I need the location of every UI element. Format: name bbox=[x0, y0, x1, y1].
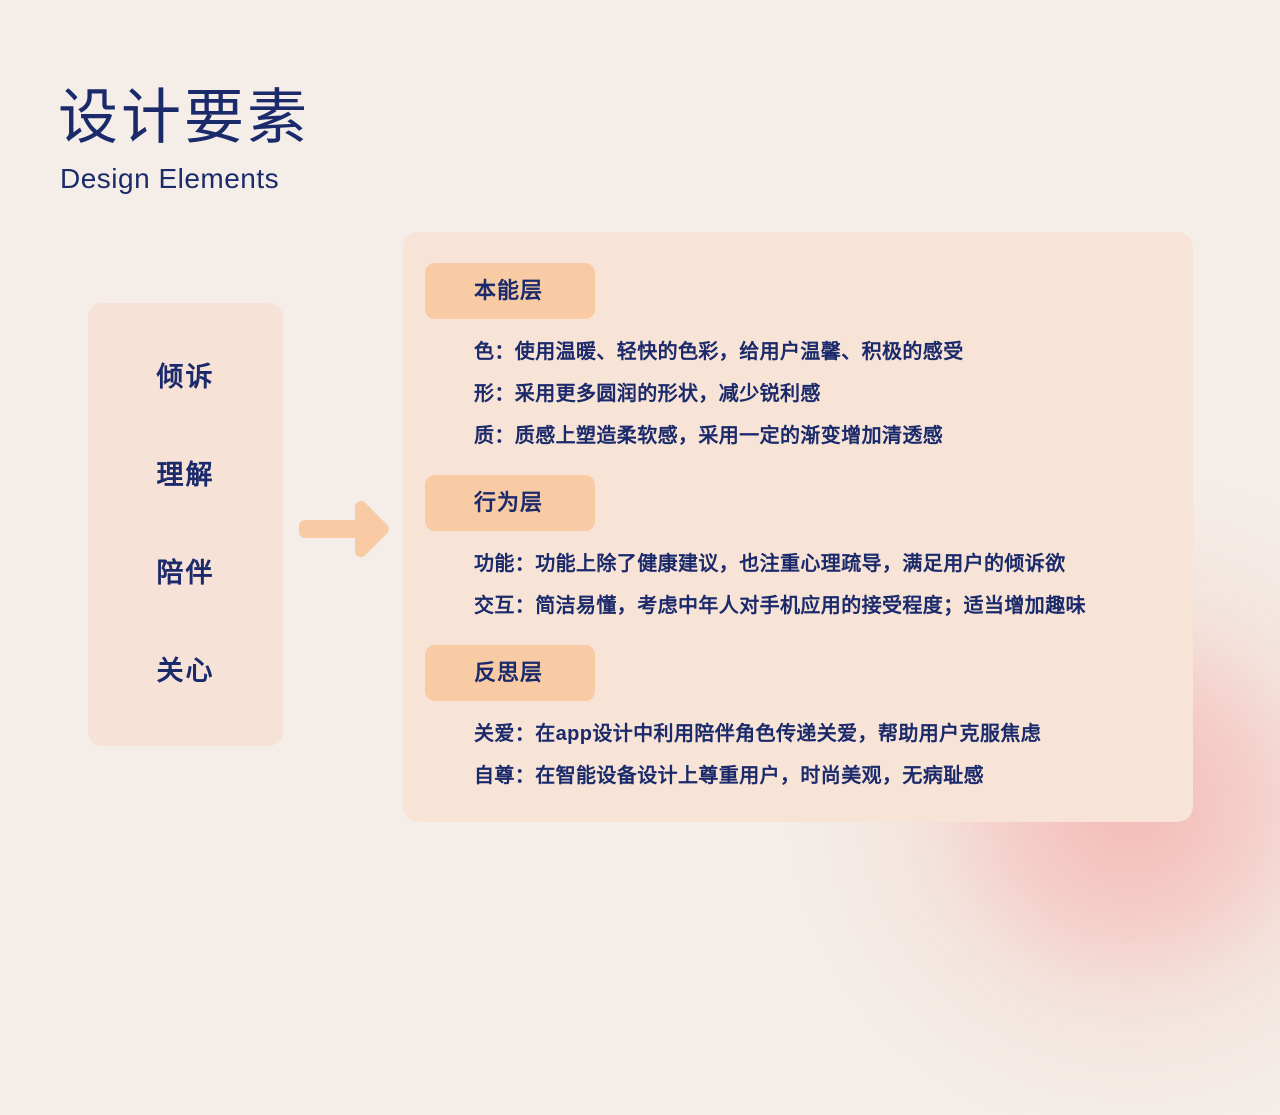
layer-badge-label: 反思层 bbox=[474, 660, 544, 685]
layer-line: 形：采用更多圆润的形状，减少锐利感 bbox=[474, 383, 821, 405]
layer-section-reflective: 反思层 关爱：在app设计中利用陪伴角色传递关爱，帮助用户克服焦虑 自尊：在智能… bbox=[425, 645, 1193, 797]
page-title: 设计要素 bbox=[58, 84, 310, 151]
layer-line: 交互：简洁易懂，考虑中年人对手机应用的接受程度；适当增加趣味 bbox=[474, 595, 1086, 617]
value-item-1: 倾诉 bbox=[156, 362, 215, 393]
layer-lines-behavioral: 功能：功能上除了健康建议，也注重心理疏导，满足用户的倾诉欲 交互：简洁易懂，考虑… bbox=[425, 543, 1193, 627]
layer-badge-reflective: 反思层 bbox=[425, 645, 595, 701]
layer-badge-label: 行为层 bbox=[474, 490, 544, 515]
layer-line: 关爱：在app设计中利用陪伴角色传递关爱，帮助用户克服焦虑 bbox=[474, 723, 1042, 745]
layer-badge-label: 本能层 bbox=[474, 278, 544, 303]
layer-section-behavioral: 行为层 功能：功能上除了健康建议，也注重心理疏导，满足用户的倾诉欲 交互：简洁易… bbox=[425, 475, 1193, 627]
layer-badge-visceral: 本能层 bbox=[425, 263, 595, 319]
values-card: 倾诉 理解 陪伴 关心 bbox=[88, 303, 283, 746]
layer-line: 功能：功能上除了健康建议，也注重心理疏导，满足用户的倾诉欲 bbox=[474, 553, 1066, 575]
value-item-2: 理解 bbox=[156, 460, 215, 491]
layer-lines-visceral: 色：使用温暖、轻快的色彩，给用户温馨、积极的感受 形：采用更多圆润的形状，减少锐… bbox=[425, 331, 1193, 457]
layer-line: 自尊：在智能设备设计上尊重用户，时尚美观，无病耻感 bbox=[474, 765, 984, 787]
title-block: 设计要素 Design Elements bbox=[58, 86, 310, 195]
panel-inner: 本能层 色：使用温暖、轻快的色彩，给用户温馨、积极的感受 形：采用更多圆润的形状… bbox=[403, 232, 1193, 822]
arrow-right-icon bbox=[299, 500, 391, 558]
value-item-3: 陪伴 bbox=[156, 557, 215, 588]
page-subtitle: Design Elements bbox=[60, 162, 280, 194]
value-item-4: 关心 bbox=[156, 655, 215, 686]
layer-badge-behavioral: 行为层 bbox=[425, 475, 595, 531]
design-elements-panel: 本能层 色：使用温暖、轻快的色彩，给用户温馨、积极的感受 形：采用更多圆润的形状… bbox=[403, 232, 1193, 822]
layer-line: 质：质感上塑造柔软感，采用一定的渐变增加清透感 bbox=[474, 425, 944, 447]
layer-section-visceral: 本能层 色：使用温暖、轻快的色彩，给用户温馨、积极的感受 形：采用更多圆润的形状… bbox=[425, 263, 1193, 457]
layer-lines-reflective: 关爱：在app设计中利用陪伴角色传递关爱，帮助用户克服焦虑 自尊：在智能设备设计… bbox=[425, 713, 1193, 797]
layer-line: 色：使用温暖、轻快的色彩，给用户温馨、积极的感受 bbox=[474, 341, 964, 363]
